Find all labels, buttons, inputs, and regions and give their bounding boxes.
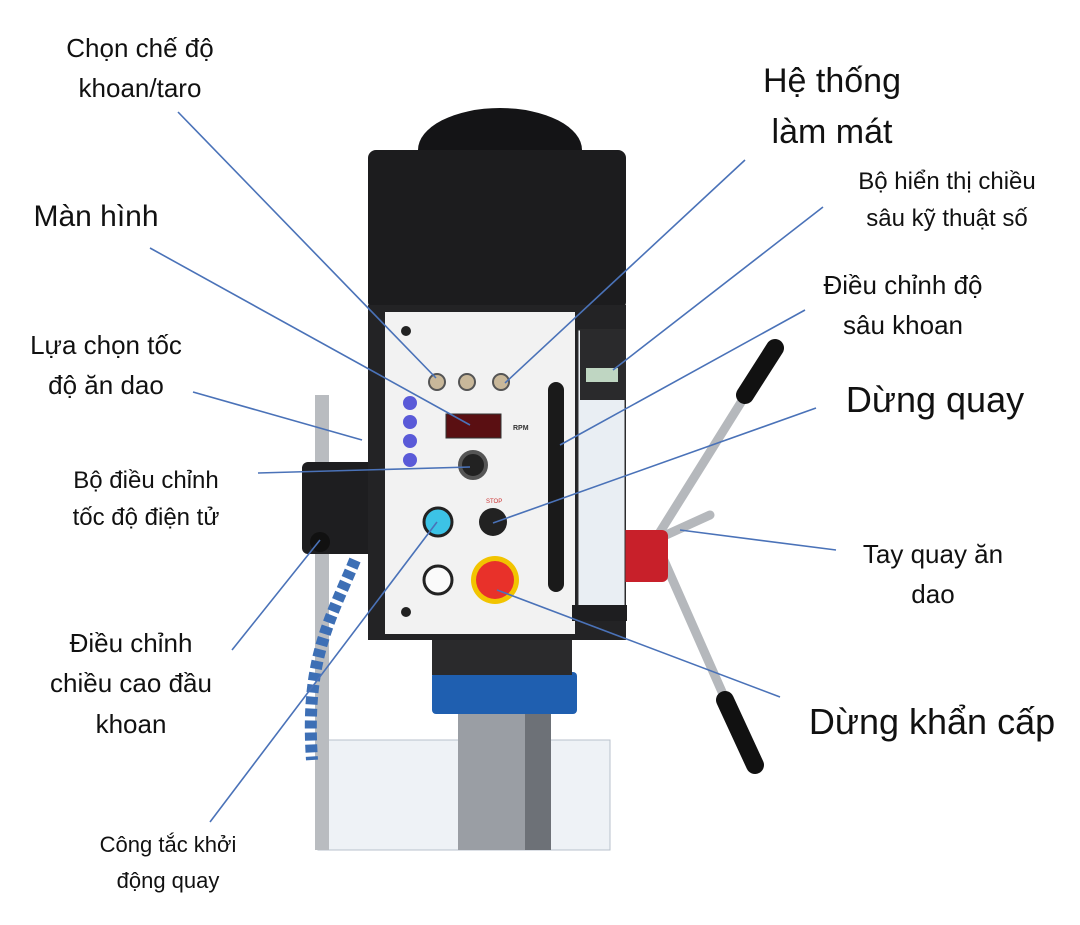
- leader-screen: [149, 247, 471, 426]
- leader-coolant: [504, 159, 746, 384]
- label-line: chiều cao đầu: [50, 668, 212, 699]
- label-screen: Màn hình: [33, 194, 158, 241]
- leader-stop: [492, 407, 817, 524]
- label-mode-select: Chọn chế độ khoan/taro: [66, 28, 213, 109]
- coolant-hose: [304, 557, 361, 761]
- speed-knob: [458, 450, 488, 480]
- label-line: Công tắc khởi: [99, 832, 237, 857]
- column: [458, 700, 528, 850]
- label-emergency-stop: Dừng khẩn cấp: [809, 694, 1055, 750]
- label-line: Chọn chế độ: [66, 33, 214, 63]
- label-line: khoan: [95, 708, 167, 739]
- emergency-stop-button: [476, 561, 514, 599]
- leader-feed-speed: [192, 391, 363, 441]
- label-line: Dừng khẩn cấp: [808, 701, 1056, 742]
- label-stop: Dừng quay: [846, 372, 1024, 428]
- rpm-label: RPM: [513, 425, 529, 432]
- leader-mode-select: [177, 111, 437, 379]
- quill-collar: [432, 672, 577, 714]
- white-button: [422, 564, 454, 596]
- label-line: sâu khoan: [843, 310, 963, 341]
- leader-height-adjust: [231, 539, 321, 651]
- leader-depth-adjust: [559, 309, 806, 446]
- label-line: độ ăn dao: [48, 370, 164, 401]
- label-line: Tay quay ăn: [862, 539, 1004, 569]
- label-depth-display: Bộ hiển thị chiều sâu kỹ thuật số: [858, 163, 1035, 237]
- feed-speed-buttons: [403, 396, 417, 467]
- label-line: Màn hình: [33, 200, 159, 233]
- label-coolant: Hệ thống làm mát: [763, 56, 901, 158]
- label-line: sâu kỹ thuật số: [866, 205, 1028, 233]
- stop-label: STOP: [486, 499, 502, 505]
- label-line: tốc độ điện tử: [72, 504, 220, 532]
- label-line: động quay: [116, 868, 220, 894]
- label-speed-controller: Bộ điều chỉnh tốc độ điện tử: [73, 462, 220, 536]
- label-feed-handle: Tay quay ăn dao: [863, 534, 1003, 615]
- leader-start: [209, 521, 438, 823]
- leader-emergency: [496, 589, 781, 698]
- label-line: Bộ điều chỉnh: [73, 467, 219, 494]
- leader-feed-handle: [679, 529, 837, 551]
- label-depth-adjust: Điều chỉnh độ sâu khoan: [824, 265, 983, 346]
- label-line: khoan/taro: [78, 73, 202, 104]
- label-line: làm mát: [771, 113, 893, 151]
- label-height-adjust: Điều chỉnh chiều cao đầu khoan: [50, 623, 212, 744]
- leader-depth-display: [612, 206, 824, 371]
- height-adjust-box: [302, 462, 377, 554]
- digital-depth-display: [580, 330, 625, 400]
- leader-speed-controller: [257, 466, 471, 474]
- label-line: Dừng quay: [845, 379, 1025, 420]
- label-line: Lựa chọn tốc: [30, 330, 182, 360]
- mode-switches: [428, 373, 510, 391]
- rack: [525, 700, 551, 850]
- rpm-display: [445, 413, 502, 439]
- label-line: Hệ thống: [763, 62, 901, 100]
- feed-hub: [618, 530, 668, 582]
- depth-slot: [548, 382, 564, 592]
- stop-button: [479, 508, 507, 536]
- label-line: Điều chỉnh: [69, 628, 193, 658]
- label-line: Điều chỉnh độ: [823, 270, 983, 300]
- label-line: Bộ hiển thị chiều: [858, 168, 1036, 195]
- label-line: dao: [911, 579, 955, 610]
- label-start-switch: Công tắc khởi động quay: [100, 827, 237, 900]
- head-housing: [368, 150, 626, 310]
- label-feed-speed-select: Lựa chọn tốc độ ăn dao: [30, 325, 182, 406]
